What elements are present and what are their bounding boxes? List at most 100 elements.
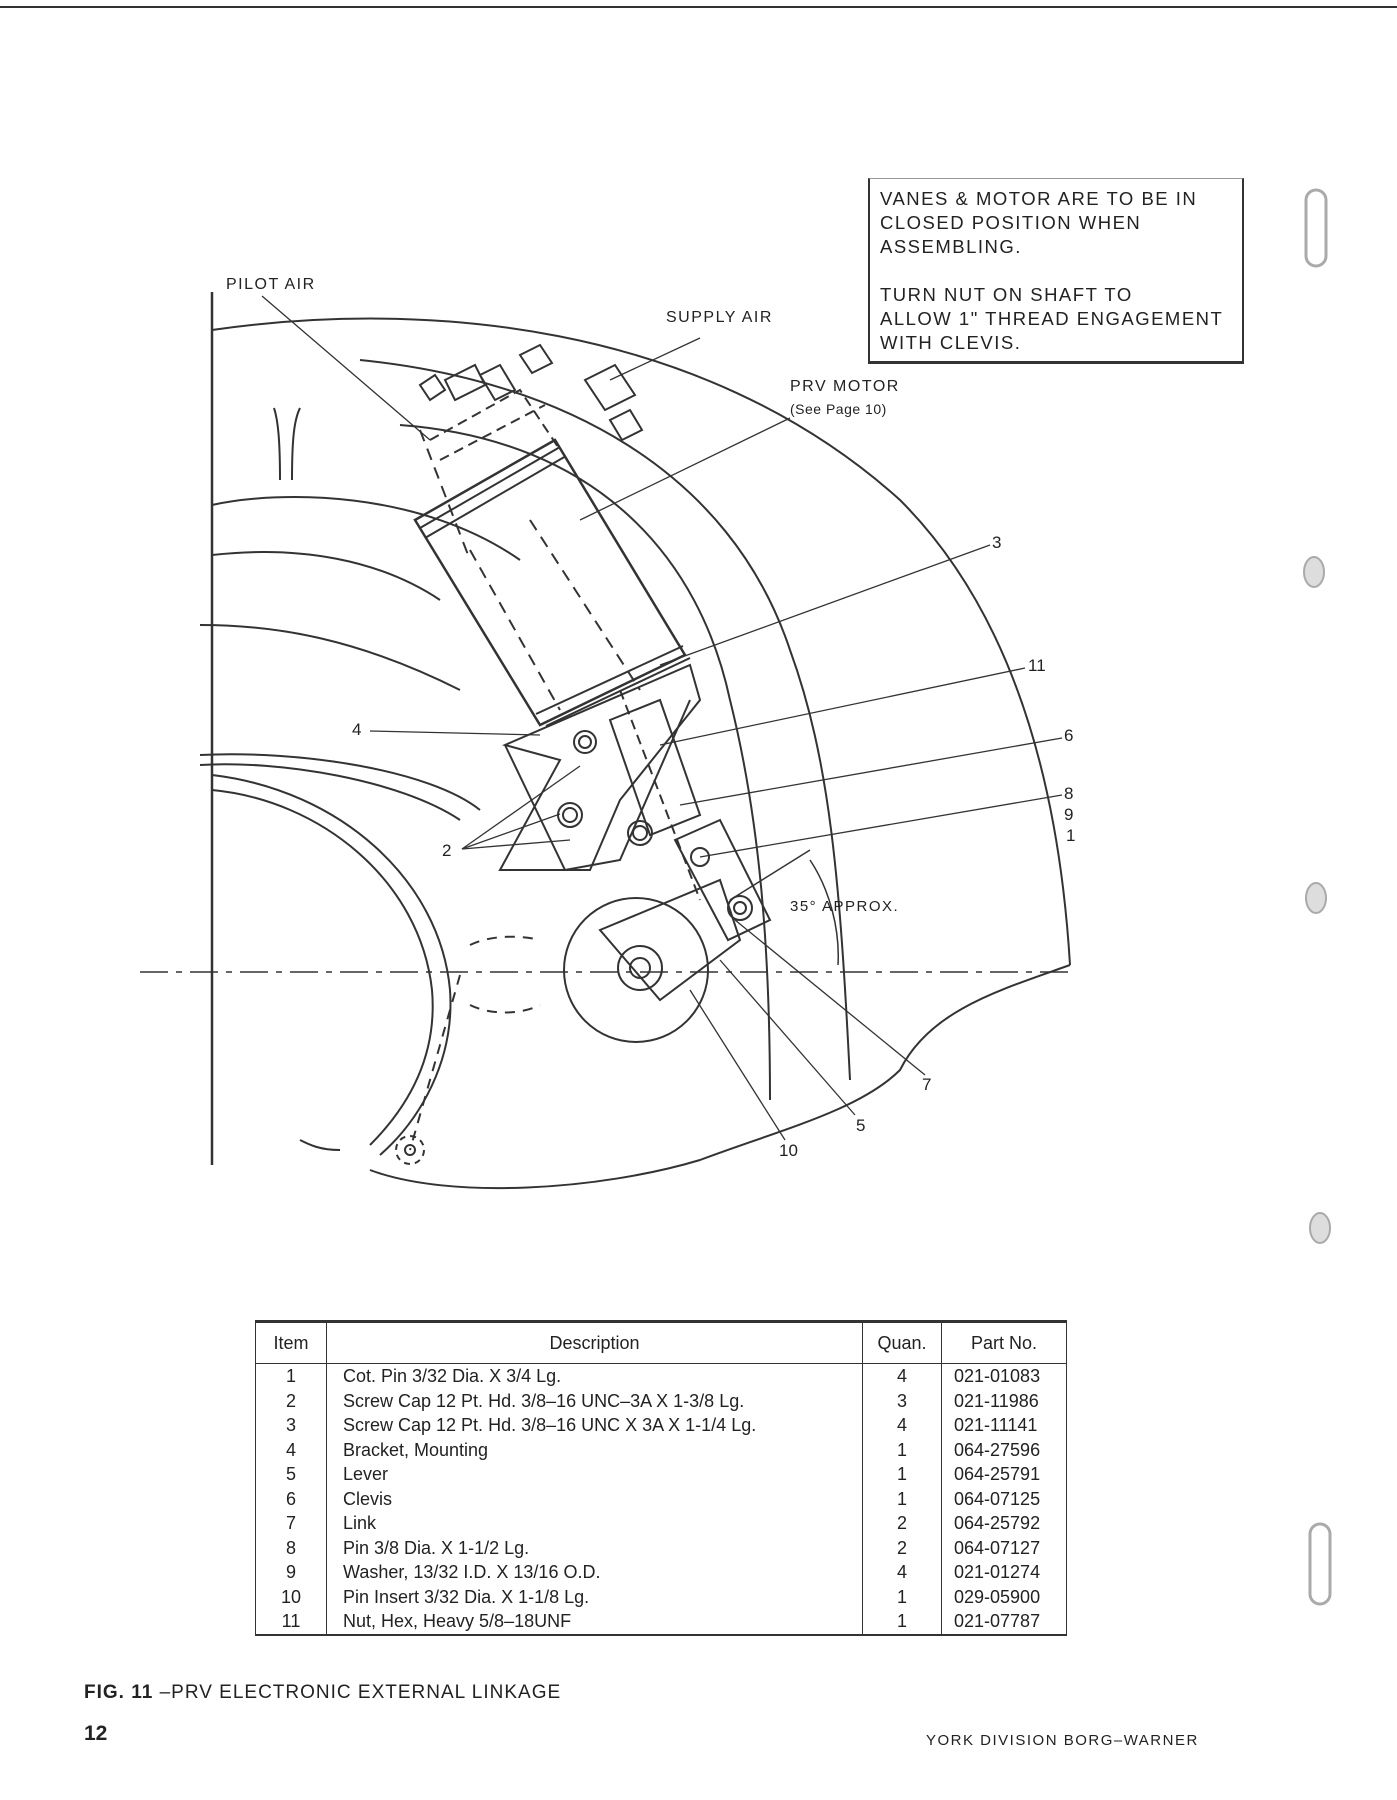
eye-circle-lip <box>299 1139 341 1151</box>
table-row: 3 Screw Cap 12 Pt. Hd. 3/8–16 UNC X 3A X… <box>255 1413 1067 1438</box>
cell-description: Pin Insert 3/32 Dia. X 1-1/8 Lg. <box>326 1584 863 1609</box>
pipe-2 <box>291 407 301 481</box>
cell-item: 6 <box>255 1486 327 1511</box>
cell-part-no: 021-11986 <box>941 1388 1067 1413</box>
label-pilot-air: PILOT AIR <box>226 276 316 293</box>
table-row: 11 Nut, Hex, Heavy 5/8–18UNF 1 021-07787 <box>255 1609 1067 1636</box>
callout-4: 4 <box>352 720 362 739</box>
leader-3 <box>659 544 991 666</box>
link <box>673 818 772 942</box>
cell-item: 10 <box>255 1584 327 1609</box>
callout-5: 5 <box>856 1116 866 1135</box>
note-line-5: ALLOW 1" THREAD ENGAGEMENT <box>880 308 1224 329</box>
cell-description: Nut, Hex, Heavy 5/8–18UNF <box>326 1609 863 1636</box>
clevis <box>608 698 702 837</box>
cell-description: Screw Cap 12 Pt. Hd. 3/8–16 UNC X 3A X 1… <box>326 1413 863 1438</box>
lever-arm <box>598 878 742 1002</box>
label-prv-motor-ref: (See Page 10) <box>790 401 887 417</box>
linkage-diagram <box>140 292 1071 1190</box>
binder-hole-1 <box>1303 556 1325 588</box>
scroll-curve-1 <box>211 496 521 561</box>
binder-slot-top <box>1304 188 1328 268</box>
vane-pivot <box>395 1135 425 1165</box>
binder-holes <box>1303 188 1332 1606</box>
cell-item: 9 <box>255 1560 327 1585</box>
cell-part-no: 064-25792 <box>941 1511 1067 1536</box>
cell-part-no: 064-25791 <box>941 1462 1067 1487</box>
motor-band-1 <box>419 446 561 529</box>
scroll-curve-2 <box>211 551 441 601</box>
figure-number: FIG. 11 <box>84 1682 154 1703</box>
cell-item: 3 <box>255 1413 327 1438</box>
cell-quan: 1 <box>862 1609 942 1636</box>
bolt-left-inner <box>562 807 578 823</box>
callout-10: 10 <box>779 1141 798 1160</box>
leader-8 <box>699 794 1063 858</box>
figure-caption: FIG. 11 –PRV ELECTRONIC EXTERNAL LINKAGE <box>84 1682 561 1704</box>
cell-item: 4 <box>255 1437 327 1462</box>
shaft-centerline <box>619 689 701 901</box>
cell-item: 2 <box>255 1388 327 1413</box>
vane-actuator-hidden <box>469 935 541 1014</box>
angle-arc <box>809 859 839 966</box>
cell-item: 11 <box>255 1609 327 1636</box>
header-quan: Quan. <box>862 1320 942 1364</box>
cell-item: 7 <box>255 1511 327 1536</box>
note-line-3: ASSEMBLING. <box>880 236 1022 257</box>
leader-2a <box>461 813 561 850</box>
label-supply-air: SUPPLY AIR <box>666 309 773 326</box>
cell-part-no: 021-01274 <box>941 1560 1067 1585</box>
link-pin-lower <box>727 895 753 921</box>
table-row: 9 Washer, 13/32 I.D. X 13/16 O.D. 4 021-… <box>255 1560 1067 1585</box>
vane-link-hidden <box>409 974 461 1151</box>
leader-11 <box>659 667 1026 746</box>
eye-circle-inner <box>211 789 434 1146</box>
leader-pilot-air <box>261 295 431 441</box>
vane-pivot-inner <box>404 1144 416 1156</box>
figure-title: –PRV ELECTRONIC EXTERNAL LINKAGE <box>153 1682 562 1703</box>
table-row: 8 Pin 3/8 Dia. X 1-1/2 Lg. 2 064-07127 <box>255 1535 1067 1560</box>
leader-10 <box>689 989 786 1141</box>
cell-part-no: 021-11141 <box>941 1413 1067 1438</box>
table-row: 6 Clevis 1 064-07125 <box>255 1486 1067 1511</box>
angle-ray <box>729 849 811 901</box>
leader-prv-motor <box>579 417 791 521</box>
header-part-no: Part No. <box>941 1320 1067 1364</box>
callout-2: 2 <box>442 841 452 860</box>
housing-outer-arc <box>211 317 1071 966</box>
note-line-4: TURN NUT ON SHAFT TO <box>880 284 1133 305</box>
bolt-top-inner <box>578 735 592 749</box>
pilot-air-fitting <box>418 363 517 402</box>
footer-company: YORK DIVISION BORG–WARNER <box>926 1732 1199 1749</box>
supply-air-fitting <box>518 343 644 442</box>
cell-part-no: 021-07787 <box>941 1609 1067 1636</box>
cell-description: Bracket, Mounting <box>326 1437 863 1462</box>
cell-part-no: 029-05900 <box>941 1584 1067 1609</box>
note-line-6: WITH CLEVIS. <box>880 332 1022 353</box>
callout-7: 7 <box>922 1075 932 1094</box>
cell-description: Lever <box>326 1462 863 1487</box>
cell-part-no: 064-07125 <box>941 1486 1067 1511</box>
lever-hub-inner <box>629 957 651 979</box>
bolt-left <box>557 802 583 828</box>
cell-quan: 3 <box>862 1388 942 1413</box>
cell-item: 8 <box>255 1535 327 1560</box>
link-pin-upper <box>690 847 710 867</box>
cell-quan: 4 <box>862 1363 942 1389</box>
cell-description: Washer, 13/32 I.D. X 13/16 O.D. <box>326 1560 863 1585</box>
motor-flange-1 <box>535 645 684 715</box>
leader-5 <box>719 959 856 1116</box>
leader-2b <box>461 839 571 850</box>
top-rule <box>0 6 1397 8</box>
mounting-bracket <box>498 663 702 871</box>
table-row: 10 Pin Insert 3/32 Dia. X 1-1/8 Lg. 1 02… <box>255 1584 1067 1609</box>
cell-description: Cot. Pin 3/32 Dia. X 3/4 Lg. <box>326 1363 863 1389</box>
note-line-2: CLOSED POSITION WHEN <box>880 212 1142 233</box>
cell-quan: 1 <box>862 1486 942 1511</box>
eye-circle-outer <box>211 774 452 1156</box>
binder-slot-bottom <box>1308 1522 1332 1606</box>
header-description: Description <box>326 1320 863 1364</box>
leader-7 <box>734 919 926 1076</box>
bracket-outline <box>504 699 691 872</box>
callout-1: 1 <box>1066 826 1076 845</box>
